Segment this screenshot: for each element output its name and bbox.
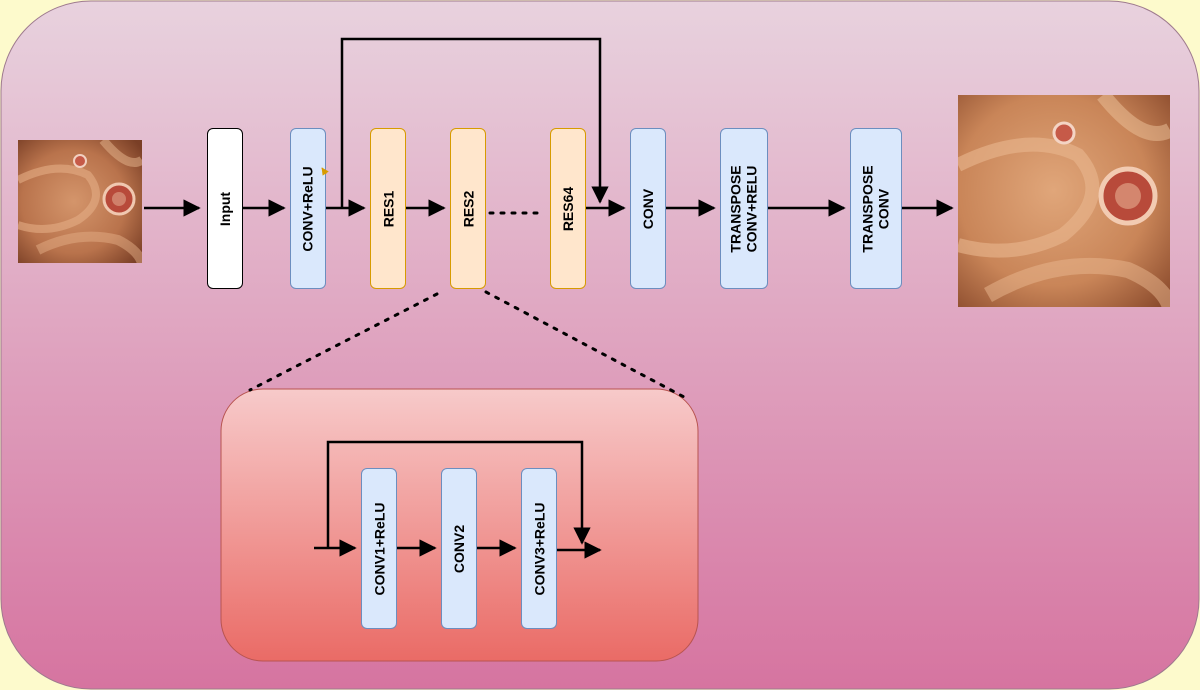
res2-block: RES2 [450,128,486,289]
res2-block-label: RES2 [460,190,477,227]
input-block-label: Input [217,191,233,226]
conv2-block-label: CONV2 [451,524,468,573]
conv-block: CONV [630,128,666,289]
output-image [958,95,1170,307]
conv-block-label: CONV [640,188,657,229]
res1-block-label: RES1 [380,190,397,227]
conv-relu-block: CONV+ReLU [290,128,326,289]
transpose-conv-relu-block: TRANSPOSE CONV+RELU [720,128,768,289]
input-image [18,140,142,263]
transpose-conv-relu-block-label: TRANSPOSE CONV+RELU [728,164,760,253]
transpose-conv-block: TRANSPOSE CONV [850,128,902,289]
res64-block: RES64 [550,128,586,289]
conv2-block: CONV2 [441,468,477,629]
conv3-relu-block: CONV3+ReLU [521,468,557,629]
conv1-relu-block-label: CONV1+ReLU [371,502,387,595]
conv-relu-block-label: CONV+ReLU [300,165,316,252]
res1-block: RES1 [370,128,406,289]
input-block: Input [207,128,243,289]
conv1-relu-block: CONV1+ReLU [361,468,397,629]
res64-block-label: RES64 [560,186,577,231]
transpose-conv-block-label: TRANSPOSE CONV [860,164,892,253]
conv3-relu-block-label: CONV3+ReLU [531,502,547,595]
